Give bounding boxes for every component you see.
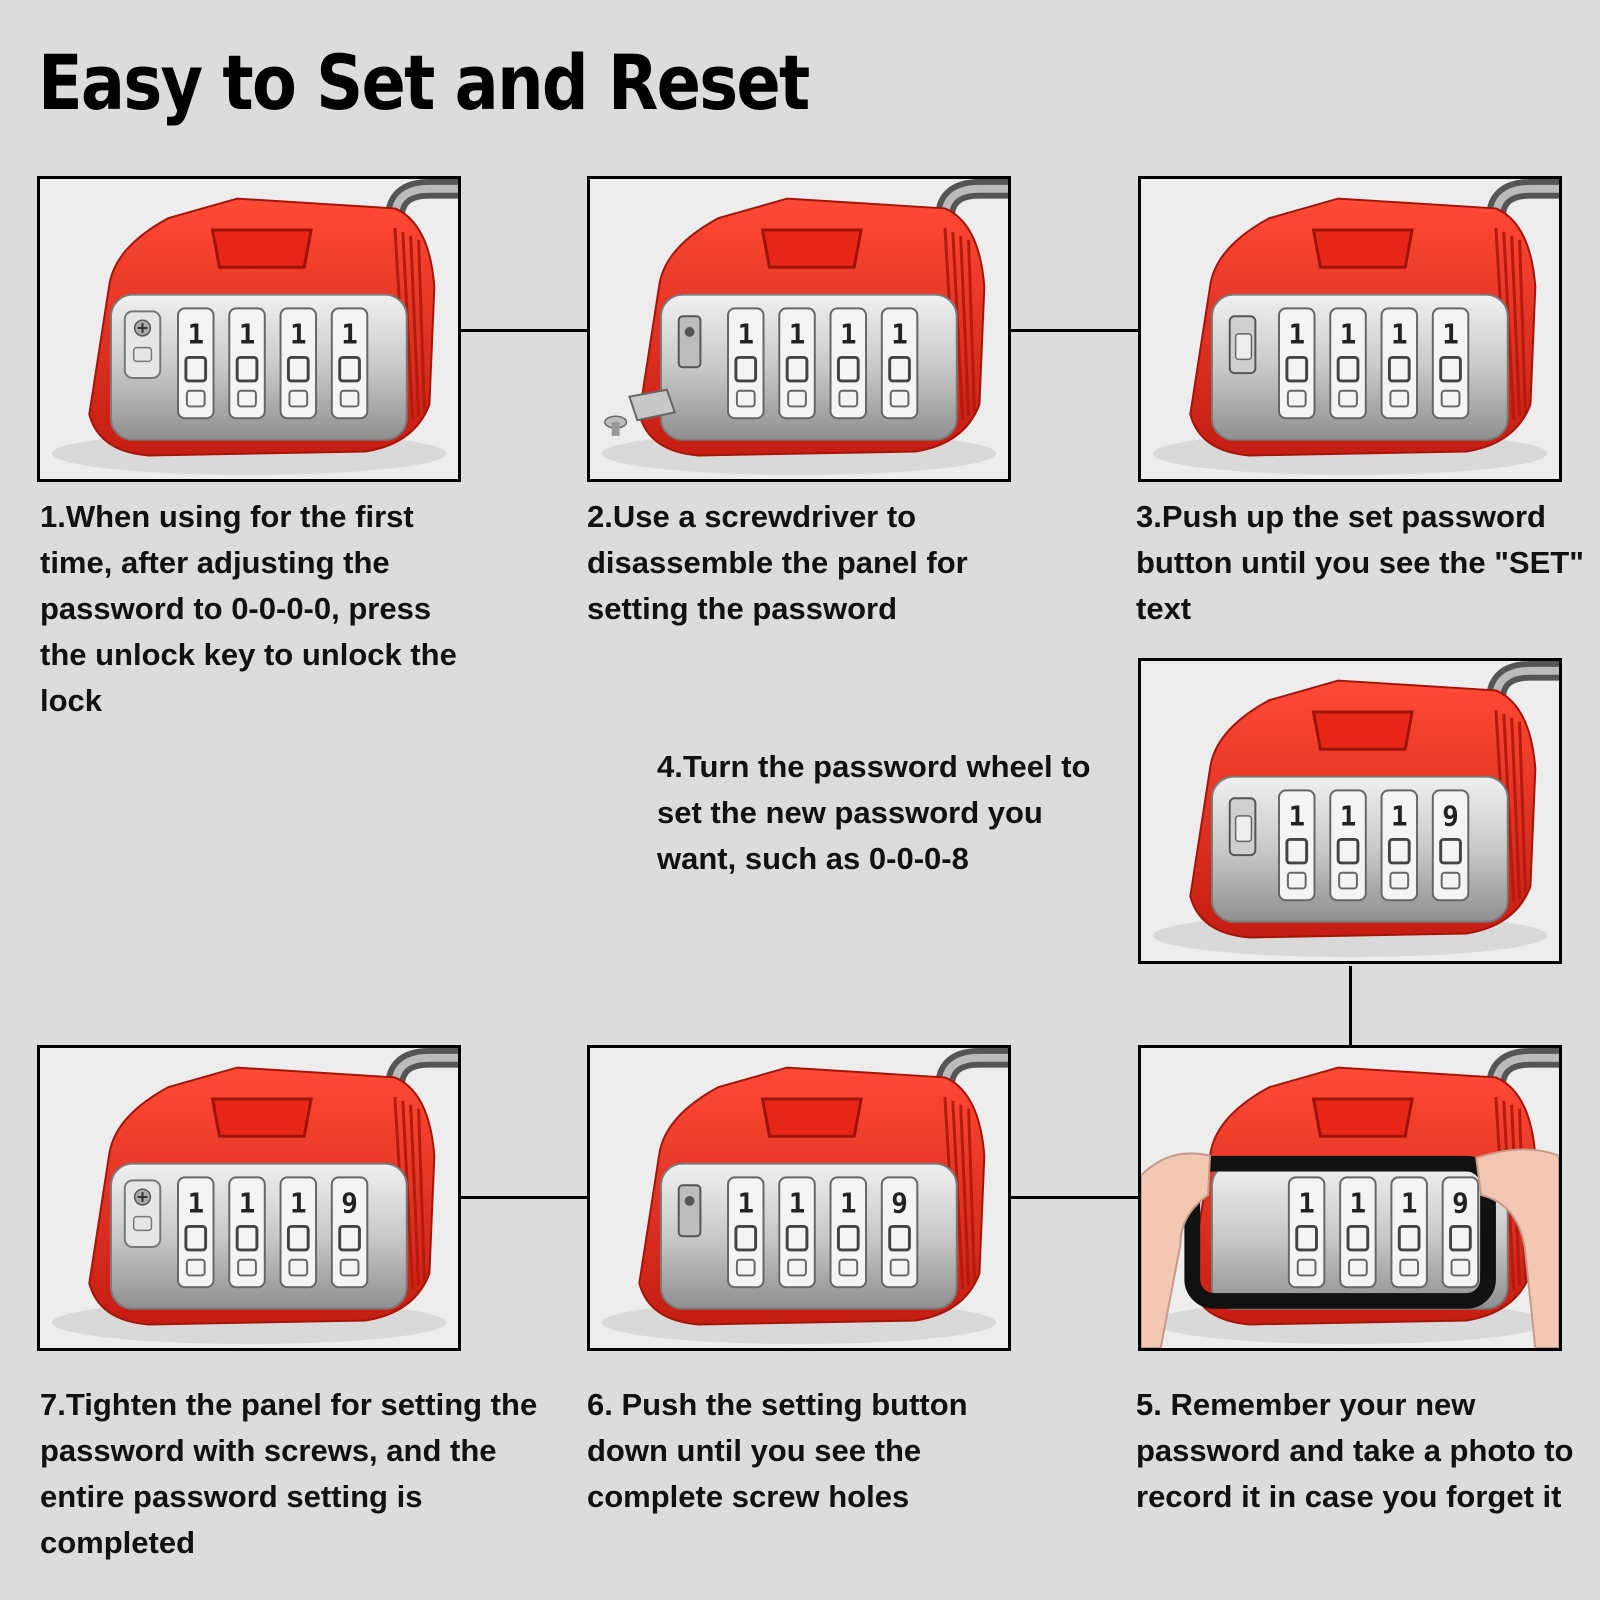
dial-digit: 1 — [1340, 319, 1357, 351]
dial-digit: 9 — [1452, 1188, 1469, 1220]
dial-wheel: 1 — [1380, 789, 1419, 902]
dial-wheel: 1 — [279, 307, 318, 420]
dial-digit: 1 — [239, 319, 256, 351]
dial-wheel: 1 — [1339, 1176, 1377, 1289]
padlock-icon: 1 1 1 1 — [40, 179, 458, 479]
step-3-text: 3.Push up the set password button until … — [1136, 499, 1584, 626]
step-6-photo: 1 1 1 9 — [587, 1045, 1011, 1351]
dial-wheel: 1 — [1329, 789, 1367, 902]
dial-wheel: 1 — [177, 307, 215, 420]
hand-icon — [1141, 1152, 1212, 1348]
phone-icon — [1184, 1155, 1496, 1309]
step-1-text: 1.When using for the first time, after a… — [40, 499, 457, 718]
dial-digit: 1 — [1298, 1188, 1315, 1220]
dial-wheel: 1 — [228, 1176, 266, 1289]
dial-digit: 1 — [1350, 1188, 1367, 1220]
dial-digit: 1 — [789, 319, 806, 351]
dial-wheel: 1 — [1431, 307, 1470, 420]
dial-digit: 1 — [1288, 319, 1305, 351]
step-6-text: 6. Push the setting button down until yo… — [587, 1387, 968, 1514]
hand-icon — [1475, 1148, 1559, 1348]
dial-digit: 1 — [239, 1188, 256, 1220]
connector-2-3 — [1011, 329, 1138, 332]
dial-digit: 1 — [187, 319, 204, 351]
dial-digit: 9 — [891, 1188, 908, 1220]
dial-wheel: 1 — [228, 307, 266, 420]
padlock-icon: 1 1 1 9 — [40, 1048, 458, 1348]
dial-wheel: 1 — [177, 1176, 215, 1289]
step-1-photo: 1 1 1 1 — [37, 176, 461, 482]
dial-wheel: 1 — [1390, 1176, 1428, 1289]
dial-wheel: 9 — [1441, 1176, 1480, 1289]
dial-wheel: 9 — [1431, 789, 1470, 902]
dial-digit: 1 — [789, 1188, 806, 1220]
step-4-text: 4.Turn the password wheel to set the new… — [657, 749, 1091, 876]
dial-wheel: 9 — [330, 1176, 369, 1289]
dial-wheel: 1 — [829, 1176, 868, 1289]
connector-1-2 — [461, 329, 587, 332]
connector-4-5 — [1349, 966, 1352, 1046]
dial-digit: 1 — [187, 1188, 204, 1220]
dial-wheel: 1 — [279, 1176, 318, 1289]
dial-wheel: 1 — [1329, 307, 1367, 420]
padlock-icon: 1 1 1 9 — [1141, 1048, 1559, 1348]
step-3-photo: 1 1 1 1 — [1138, 176, 1562, 482]
step-2-photo: 1 1 1 1 — [587, 176, 1011, 482]
dial-digit: 9 — [341, 1188, 358, 1220]
dial-wheel: 1 — [330, 307, 369, 420]
dial-digit: 1 — [737, 1188, 754, 1220]
dial-digit: 1 — [1401, 1188, 1418, 1220]
dial-digit: 1 — [1288, 801, 1305, 833]
dial-digit: 1 — [1391, 801, 1408, 833]
dial-wheel: 1 — [778, 307, 816, 420]
step-5-text: 5. Remember your new password and take a… — [1136, 1387, 1574, 1514]
dial-wheel: 1 — [727, 307, 765, 420]
dial-digit: 1 — [840, 319, 857, 351]
dial-digit: 1 — [290, 1188, 307, 1220]
dial-digit: 9 — [1442, 801, 1459, 833]
padlock-icon: 1 1 1 1 — [1141, 179, 1559, 479]
step-7-photo: 1 1 1 9 — [37, 1045, 461, 1351]
dial-wheel: 1 — [727, 1176, 765, 1289]
dial-digit: 1 — [840, 1188, 857, 1220]
dial-wheel: 1 — [778, 1176, 816, 1289]
connector-6-7 — [461, 1196, 587, 1199]
padlock-icon: 1 1 1 1 — [590, 179, 1008, 479]
step-5-photo: 1 1 1 9 — [1138, 1045, 1562, 1351]
step-7-text: 7.Tighten the panel for setting the pass… — [40, 1387, 538, 1560]
dial-wheel: 1 — [1278, 789, 1316, 902]
padlock-icon: 1 1 1 9 — [590, 1048, 1008, 1348]
page-title: Easy to Set and Reset — [38, 38, 810, 127]
step-4-photo: 1 1 1 9 — [1138, 658, 1562, 964]
dial-wheel: 1 — [1278, 307, 1316, 420]
dial-digit: 1 — [290, 319, 307, 351]
dial-wheel: 1 — [1287, 1176, 1326, 1289]
dial-digit: 1 — [737, 319, 754, 351]
dial-wheel: 9 — [880, 1176, 919, 1289]
dial-wheel: 1 — [880, 307, 919, 420]
connector-5-6 — [1011, 1196, 1138, 1199]
dial-wheel: 1 — [1380, 307, 1419, 420]
screw-icon — [604, 388, 677, 436]
dial-digit: 1 — [341, 319, 358, 351]
dial-digit: 1 — [1340, 801, 1357, 833]
padlock-icon: 1 1 1 9 — [1141, 661, 1559, 961]
step-2-text: 2.Use a screwdriver to disassemble the p… — [587, 499, 968, 626]
dial-digit: 1 — [1391, 319, 1408, 351]
dial-wheel: 1 — [829, 307, 868, 420]
dial-digit: 1 — [1442, 319, 1459, 351]
dial-digit: 1 — [891, 319, 908, 351]
